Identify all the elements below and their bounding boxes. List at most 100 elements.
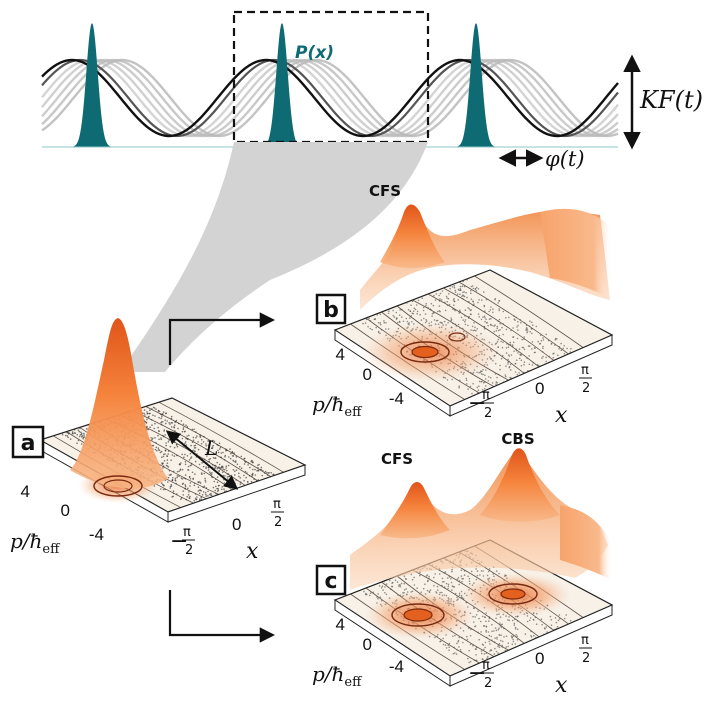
- scatter-dot: [71, 431, 74, 433]
- scatter-dot: [483, 325, 486, 328]
- scatter-dot: [485, 620, 487, 623]
- scatter-dot: [565, 614, 567, 616]
- scatter-dot: [511, 345, 514, 348]
- scatter-dot: [444, 571, 447, 573]
- scatter-dot: [219, 446, 222, 449]
- panel-a-x-tick-pi-neg: π: [183, 525, 191, 540]
- scatter-dot: [267, 472, 270, 474]
- scatter-dot: [228, 456, 230, 458]
- scatter-dot: [215, 492, 217, 495]
- scatter-dot: [427, 579, 429, 582]
- scatter-dot: [505, 347, 508, 349]
- scatter-dot: [467, 657, 469, 660]
- scatter-dot: [202, 465, 205, 468]
- scatter-dot: [459, 293, 461, 296]
- panel-b: CFS b 4 0 -4 p/ħeff − π 2 0 π 2 x: [312, 182, 614, 428]
- scatter-dot: [487, 631, 490, 633]
- scatter-dot: [192, 436, 195, 439]
- scatter-dot: [490, 635, 493, 638]
- scatter-dot: [569, 620, 572, 622]
- scatter-dot: [211, 472, 213, 474]
- scatter-dot: [460, 569, 463, 572]
- scatter-dot: [506, 343, 508, 345]
- scatter-dot: [477, 313, 480, 315]
- scatter-dot: [484, 317, 486, 319]
- scatter-dot: [162, 413, 164, 415]
- scatter-dot: [185, 424, 187, 427]
- scatter-dot: [433, 312, 435, 314]
- scatter-dot: [379, 322, 382, 324]
- scatter-dot: [451, 589, 453, 591]
- arrow-a-to-b: [168, 312, 276, 365]
- scatter-dot: [507, 354, 510, 356]
- scatter-dot: [69, 438, 72, 440]
- contour-line: [427, 293, 544, 371]
- panel-c-x-tick-two-pos: 2: [582, 651, 590, 666]
- scatter-dot: [494, 637, 496, 639]
- scatter-dot: [556, 625, 559, 628]
- scatter-dot: [453, 298, 455, 300]
- scatter-dot: [483, 305, 486, 308]
- scatter-dot: [490, 306, 492, 308]
- scatter-dot: [391, 582, 393, 584]
- scatter-dot: [510, 329, 512, 332]
- scatter-dot: [496, 376, 498, 379]
- scatter-dot: [531, 364, 534, 366]
- scatter-dot: [488, 640, 491, 643]
- scatter-dot: [173, 455, 176, 457]
- scatter-dot: [509, 369, 512, 371]
- scatter-dot: [376, 596, 378, 598]
- scatter-dot: [517, 324, 519, 327]
- scatter-dot: [235, 469, 238, 472]
- scatter-dot: [498, 627, 500, 629]
- scatter-dot: [422, 309, 425, 312]
- scatter-dot: [516, 635, 518, 638]
- scatter-dot: [466, 635, 468, 638]
- scatter-dot: [464, 315, 466, 317]
- scatter-dot: [523, 348, 526, 351]
- scatter-dot: [182, 423, 185, 426]
- scatter-dot: [484, 310, 486, 312]
- scatter-dot: [452, 299, 455, 301]
- scatter-dot: [490, 323, 492, 326]
- scatter-dot: [478, 380, 481, 383]
- scatter-dot: [475, 654, 477, 656]
- scatter-dot: [475, 290, 478, 292]
- scatter-dot: [239, 477, 242, 479]
- scatter-dot: [402, 320, 405, 323]
- scatter-dot: [175, 444, 178, 446]
- scatter-dot: [218, 442, 221, 445]
- scatter-dot: [475, 614, 478, 616]
- scatter-dot: [523, 338, 525, 340]
- panel-c-peak-cfs: [380, 482, 450, 539]
- scatter-dot: [190, 464, 193, 466]
- scatter-dot: [478, 316, 481, 318]
- scatter-dot: [415, 304, 418, 306]
- scatter-dot: [380, 329, 383, 331]
- scatter-dot: [173, 424, 176, 427]
- scatter-dot: [199, 498, 201, 501]
- scatter-dot: [425, 320, 428, 323]
- scatter-dot: [221, 471, 224, 474]
- scatter-dot: [448, 576, 451, 578]
- scatter-dot: [410, 315, 413, 317]
- scatter-dot: [193, 500, 195, 502]
- scatter-dot: [498, 299, 500, 302]
- scatter-dot: [497, 652, 499, 654]
- scatter-dot: [80, 431, 82, 434]
- scatter-dot: [436, 585, 439, 588]
- panel-c-letter-box: [315, 564, 347, 596]
- scatter-dot: [513, 315, 515, 317]
- scatter-dot: [405, 578, 407, 580]
- scatter-dot: [529, 331, 531, 333]
- scatter-dot: [498, 308, 501, 310]
- scatter-dot: [234, 461, 237, 464]
- scatter-dot: [227, 464, 230, 467]
- scatter-dot: [501, 646, 504, 648]
- scatter-dot: [189, 478, 192, 480]
- scatter-dot: [483, 291, 485, 293]
- scatter-dot: [168, 474, 171, 476]
- scatter-dot: [528, 619, 531, 622]
- scatter-dot: [526, 330, 529, 332]
